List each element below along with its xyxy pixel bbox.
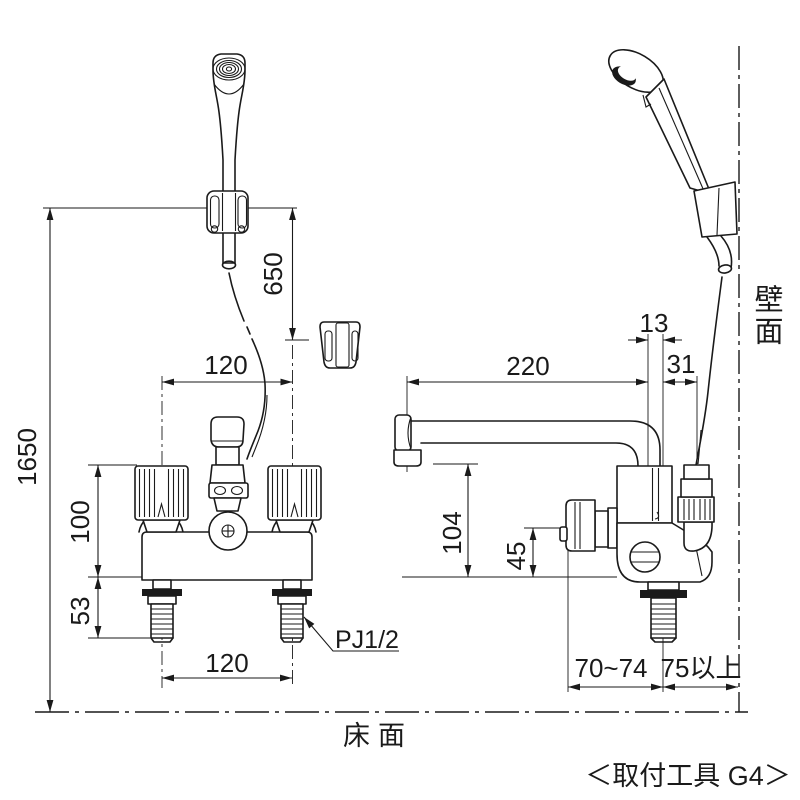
wall-surface-label: 壁面	[750, 284, 784, 348]
thread-spec-label: PJ1/2	[335, 626, 399, 654]
annotation-texts: 壁面 床面 ＜取付工具 G4＞	[343, 284, 791, 791]
dim-overall-height: 1650	[12, 428, 42, 486]
right-leg	[272, 579, 312, 643]
dim-riser-offset: 13	[640, 308, 669, 338]
left-leg	[142, 579, 182, 643]
shower-holder-bracket	[206, 190, 249, 234]
dim-hook-drop: 650	[258, 252, 288, 295]
handshower-side	[608, 48, 738, 274]
dim-check-valve-height: 45	[501, 542, 531, 571]
dim-shank-length: 53	[65, 597, 95, 626]
floor-surface-label: 床面	[343, 721, 413, 751]
side-leg	[640, 581, 687, 643]
dim-spout-reach: 220	[506, 351, 549, 381]
handshower-front	[212, 53, 246, 270]
dim-body-height: 100	[65, 500, 95, 543]
dimension-texts: 1650 650 120 100 53 120 PJ1/2 13 220 31 …	[12, 252, 741, 683]
check-valve	[559, 499, 618, 552]
dim-deck-range: 70~74	[574, 653, 647, 683]
shower-hook-front	[319, 321, 361, 369]
faucet-front-view	[134, 416, 322, 643]
dim-hose-joint-offset: 31	[667, 349, 696, 379]
right-handle-knurl	[271, 469, 318, 518]
mounting-tool-note: ＜取付工具 G4＞	[585, 761, 791, 791]
hose-elbow	[677, 464, 715, 552]
faucet-side-view	[393, 276, 723, 643]
left-handle-knurl	[138, 469, 185, 518]
shower-hose-front	[228, 272, 268, 460]
dim-leg-pitch-bottom: 120	[205, 648, 248, 678]
dim-handle-pitch-top: 120	[204, 350, 247, 380]
diverter-unit	[208, 416, 249, 551]
dim-spout-height: 104	[437, 511, 467, 554]
dim-wall-clearance: 75以上	[661, 653, 742, 683]
